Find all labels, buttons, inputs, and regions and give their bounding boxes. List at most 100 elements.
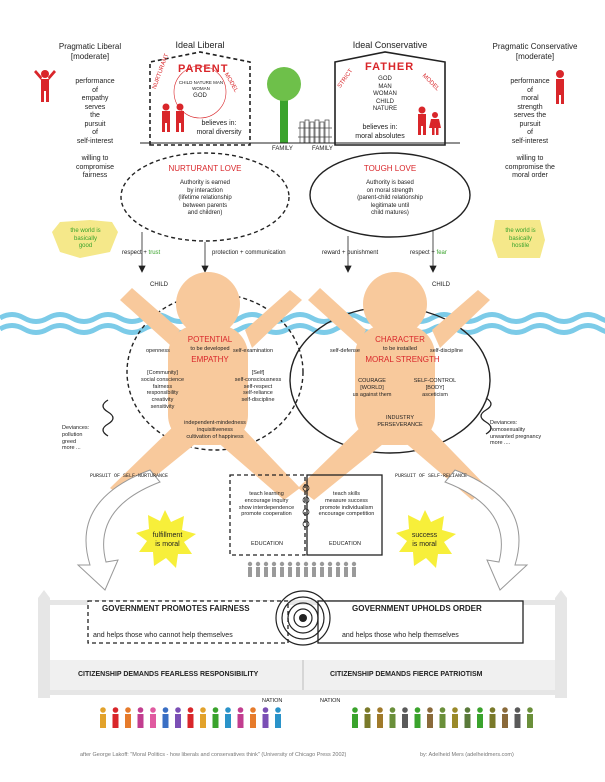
pursuit-self-reliance: PURSUIT OF SELF-RELIANCE — [395, 473, 468, 479]
ideal-liberal-label: Ideal Liberal — [175, 40, 225, 50]
nation-label-right: NATION — [320, 698, 341, 704]
conservative-child-figure — [298, 272, 490, 500]
person-icon-conservative — [556, 70, 564, 104]
ideal-conservative-label: Ideal Conservative — [352, 40, 428, 50]
self-examination-label: self-examination — [233, 348, 274, 354]
nation-person-icon — [364, 707, 371, 728]
self-control-list: SELF-CONTROL[BODY]asceticism — [413, 378, 457, 398]
reward-label: reward + punishment — [322, 250, 379, 256]
education-left-label: EDUCATION — [251, 541, 283, 547]
deviance-squiggle-left — [102, 399, 114, 437]
hands-icon-right — [492, 220, 545, 258]
to-be-installed: to be installed — [383, 346, 417, 352]
nation-person-icon — [439, 707, 446, 728]
footer-author: by: Adelheid Mers (adelheidmers.com) — [420, 752, 514, 758]
nation-person-icon — [389, 707, 396, 728]
nurturant-love-title: NURTURANT LOVE — [168, 164, 242, 173]
nation-person-icon — [502, 707, 508, 728]
nation-person-icon — [200, 707, 206, 728]
nation-person-icon — [237, 707, 244, 728]
nation-person-icon — [175, 707, 181, 728]
student-figures — [247, 561, 357, 577]
nation-person-icon — [527, 707, 533, 728]
respect-fear-label: respect + fear — [410, 250, 447, 256]
government-rings — [275, 590, 331, 646]
self-discipline-label: self-discipline — [430, 348, 464, 354]
nation-person-icon — [100, 707, 106, 728]
pursuit-arrow-left — [76, 469, 161, 591]
child-label-right: CHILD — [432, 282, 451, 288]
building-pillar-right — [555, 598, 567, 698]
nation-person-icon — [262, 707, 269, 728]
citizenship-left: CITIZENSHIP DEMANDS FEARLESS RESPONSIBIL… — [78, 671, 259, 678]
gov-order-sub: and helps those who help themselves — [342, 632, 459, 639]
pragmatic-conservative-label: Pragmatic Conservative [moderate] — [470, 42, 600, 62]
openness-label: openness — [146, 348, 170, 354]
parents-icon-conservative — [418, 106, 441, 135]
parent-model-believes: believes in:moral diversity — [196, 120, 242, 136]
nation-person-icon — [489, 707, 496, 728]
potential-label: POTENTIAL — [187, 335, 233, 344]
nation-person-icon — [452, 707, 458, 728]
liberal-child-figure — [110, 272, 302, 500]
parent-model-ring-text: CHILD NATURE MAN WOMAN — [178, 80, 224, 91]
parent-model-center: GOD — [193, 93, 207, 99]
nation-label-left: NATION — [262, 698, 283, 704]
person-icon-liberal — [34, 70, 56, 102]
child-label-left: CHILD — [150, 282, 169, 288]
gov-fairness-sub: and helps those who cannot help themselv… — [93, 632, 233, 639]
sun-left — [136, 510, 196, 568]
nation-person-icon — [187, 707, 194, 728]
gov-fairness-title: GOVERNMENT PROMOTES FAIRNESS — [102, 604, 250, 613]
father-model-title: FATHER — [365, 61, 415, 73]
water-wave — [0, 312, 605, 324]
nation-figures-left — [100, 707, 281, 728]
hands-icon-left — [52, 220, 118, 258]
gov-fairness-box — [87, 600, 289, 644]
pragmatic-liberal-moderate: [moderate] — [70, 52, 110, 61]
tree-trunk — [280, 95, 288, 143]
deviance-squiggle-right — [480, 397, 492, 435]
nurturant-love-ellipse — [120, 152, 290, 242]
sun-right — [396, 510, 456, 568]
empathy-label: EMPATHY — [191, 355, 229, 364]
pragmatic-conservative-moderate: [moderate] — [515, 52, 555, 61]
nation-person-icon — [225, 707, 231, 728]
moral-strength-label: MORAL STRENGTH — [365, 355, 440, 364]
fence — [298, 119, 332, 144]
education-right-label: EDUCATION — [329, 541, 361, 547]
nation-person-icon — [377, 707, 383, 728]
nation-person-icon — [250, 707, 256, 728]
nation-person-icon — [275, 707, 281, 728]
citizenship-right: CITIZENSHIP DEMANDS FIERCE PATRIOTISM — [330, 671, 483, 678]
nation-person-icon — [125, 707, 131, 728]
to-be-developed: to be developed — [190, 346, 230, 352]
tough-love-ellipse — [309, 152, 471, 238]
nation-person-icon — [414, 707, 421, 728]
protection-label: protection + communication — [212, 250, 286, 256]
pragmatic-conservative-title: Pragmatic Conservative — [492, 42, 578, 51]
liberal-child-ellipse — [126, 293, 304, 451]
nation-person-icon — [427, 707, 433, 728]
pragmatic-liberal-title: Pragmatic Liberal — [58, 42, 122, 51]
pragmatic-liberal-label: Pragmatic Liberal [moderate] — [35, 42, 145, 62]
nation-person-icon — [464, 707, 471, 728]
tough-love-title: TOUGH LOVE — [363, 164, 417, 173]
tree-crown — [267, 67, 301, 101]
